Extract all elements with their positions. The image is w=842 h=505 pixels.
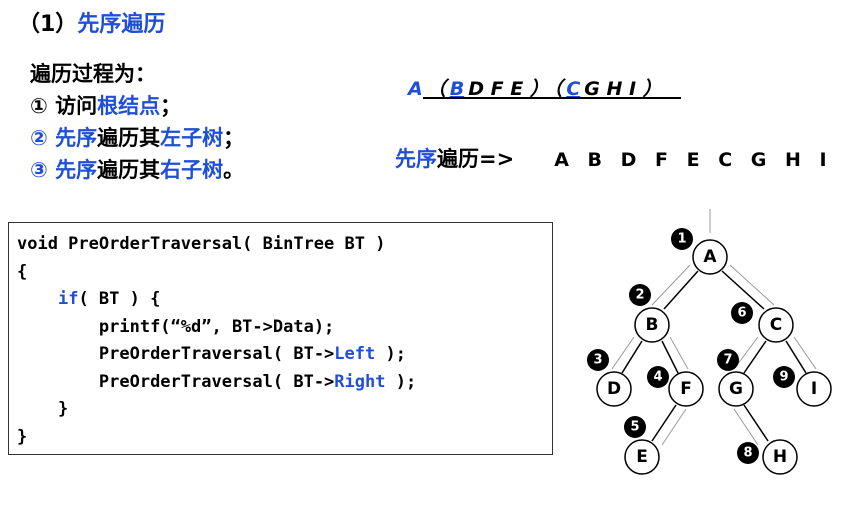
steps-intro: 遍历过程为： (30, 62, 156, 86)
step-1: ① 访问根结点； (30, 90, 244, 122)
step-1-suffix: ； (160, 94, 182, 118)
order-badge-2: 2 (629, 284, 651, 306)
step-3: ③ 先序遍历其右子树。 (30, 154, 244, 186)
seq-right-open: （ (552, 78, 563, 100)
tree-node-d: D (596, 371, 632, 407)
step-2: ② 先序遍历其左子树； (30, 122, 244, 154)
edge-a-b (663, 270, 699, 310)
tree-node-h-label: H (773, 447, 787, 467)
traversal-steps: 遍历过程为： ① 访问根结点； ② 先序遍历其左子树； ③ 先序遍历其右子树。 (30, 58, 244, 186)
seq-left-first: B (449, 78, 465, 100)
trace-f-e (661, 408, 687, 446)
order-badge-5: 5 (624, 416, 646, 438)
code-line-4: printf(“%d”, BT->Data); (98, 316, 335, 337)
code-text: void PreOrderTraversal( BinTree BT ) { i… (17, 231, 416, 451)
code-line-6-post: ); (385, 371, 417, 392)
result-sequence: A B D F E C G H I (554, 149, 833, 171)
code-line-6-pre: PreOrderTraversal( BT-> (98, 371, 335, 392)
result-label-2: 遍历=> (437, 147, 515, 171)
order-badge-5-label: 5 (630, 420, 639, 435)
title-text: 先序遍历 (77, 12, 166, 37)
trace-b-d (611, 336, 635, 370)
order-badge-3-label: 3 (593, 353, 602, 368)
preorder-result: 先序遍历=> A B D F E C G H I (395, 143, 833, 173)
tree-node-b-label: B (646, 315, 659, 335)
tree-node-g: G (718, 371, 754, 407)
code-line-3-keyword: if (57, 289, 79, 309)
tree-node-a: A (692, 239, 728, 275)
code-line-5-keyword: Left (334, 344, 376, 364)
code-line-1: void PreOrderTraversal( BinTree BT ) (17, 234, 386, 254)
tree-node-f: F (668, 371, 704, 407)
trace-a-b (651, 264, 691, 306)
order-badge-9: 9 (773, 366, 795, 388)
step-3-highlight: 右子树 (160, 158, 224, 182)
step-2-prefix: ② 先序 (30, 126, 98, 150)
result-label: 先序 (395, 147, 437, 171)
code-line-3-rest: ( BT ) { (78, 289, 161, 309)
tree-node-e-label: E (636, 447, 648, 467)
tree-node-f-label: F (680, 379, 692, 399)
code-line-2: { (17, 261, 28, 282)
code-line-6-keyword: Right (334, 371, 386, 392)
tree-node-b: B (634, 307, 670, 343)
tree-node-d-label: D (607, 379, 621, 399)
trace-c-i (793, 336, 817, 370)
tree-node-a-label: A (703, 247, 717, 267)
seq-root: A (408, 78, 423, 100)
title-number: （1） (18, 12, 78, 37)
edge-c-i (785, 340, 807, 374)
trace-g-h (733, 408, 759, 446)
step-3-prefix: ③ 先序 (30, 158, 98, 182)
code-block: void PreOrderTraversal( BinTree BT ) { i… (8, 222, 553, 455)
tree-node-g-label: G (729, 379, 743, 399)
tree-node-e: E (624, 439, 660, 475)
order-badge-1: 1 (671, 228, 693, 250)
step-2-suffix: ； (223, 126, 245, 150)
order-badge-7-label: 7 (723, 353, 732, 368)
binary-tree-diagram: A B C D F G I E H 1 2 3 (587, 209, 832, 475)
seq-right-first: C (566, 78, 581, 100)
seq-left-rest: D F E ） (468, 78, 549, 100)
order-badge-7: 7 (717, 349, 739, 371)
edge-a-c (721, 270, 765, 310)
edge-g-h (743, 404, 769, 442)
step-3-middle: 遍历其 (97, 158, 161, 182)
step-2-highlight: 左子树 (160, 126, 224, 150)
code-line-7: } (57, 399, 69, 419)
step-2-middle: 遍历其 (97, 126, 161, 150)
order-badge-4-label: 4 (653, 370, 662, 385)
order-badge-8: 8 (737, 442, 759, 464)
order-badge-1-label: 1 (677, 232, 686, 247)
order-badge-4: 4 (647, 366, 669, 388)
seq-left-open: （ (426, 78, 446, 100)
order-badge-8-label: 8 (743, 446, 752, 461)
order-badge-2-label: 2 (635, 288, 644, 303)
edge-c-g (743, 340, 767, 374)
tree-node-i-label: I (811, 379, 817, 399)
trace-b-f (669, 336, 689, 370)
code-line-8: } (17, 426, 28, 447)
tree-node-c: C (758, 307, 794, 343)
code-line-5-pre: PreOrderTraversal( BT-> (98, 344, 335, 364)
step-1-highlight: 根结点 (97, 94, 161, 118)
edge-b-d (621, 340, 643, 374)
edge-b-f (661, 340, 679, 374)
code-line-5-post: ); (375, 344, 406, 364)
page-title: （1）先序遍历 (18, 6, 165, 38)
tree-node-i: I (796, 371, 832, 407)
order-badge-6-label: 6 (737, 306, 746, 321)
sequence-underline (423, 97, 681, 99)
step-1-prefix: ① 访问 (30, 94, 98, 118)
step-3-suffix: 。 (223, 158, 245, 182)
tree-node-h: H (762, 439, 798, 475)
order-badge-3: 3 (587, 349, 609, 371)
order-badge-6: 6 (731, 302, 753, 324)
trace-a-c (729, 264, 775, 306)
tree-node-c-label: C (770, 315, 782, 335)
seq-right-rest: G H I ） (584, 78, 662, 100)
order-badge-9-label: 9 (779, 370, 788, 385)
edge-f-e (651, 404, 677, 442)
